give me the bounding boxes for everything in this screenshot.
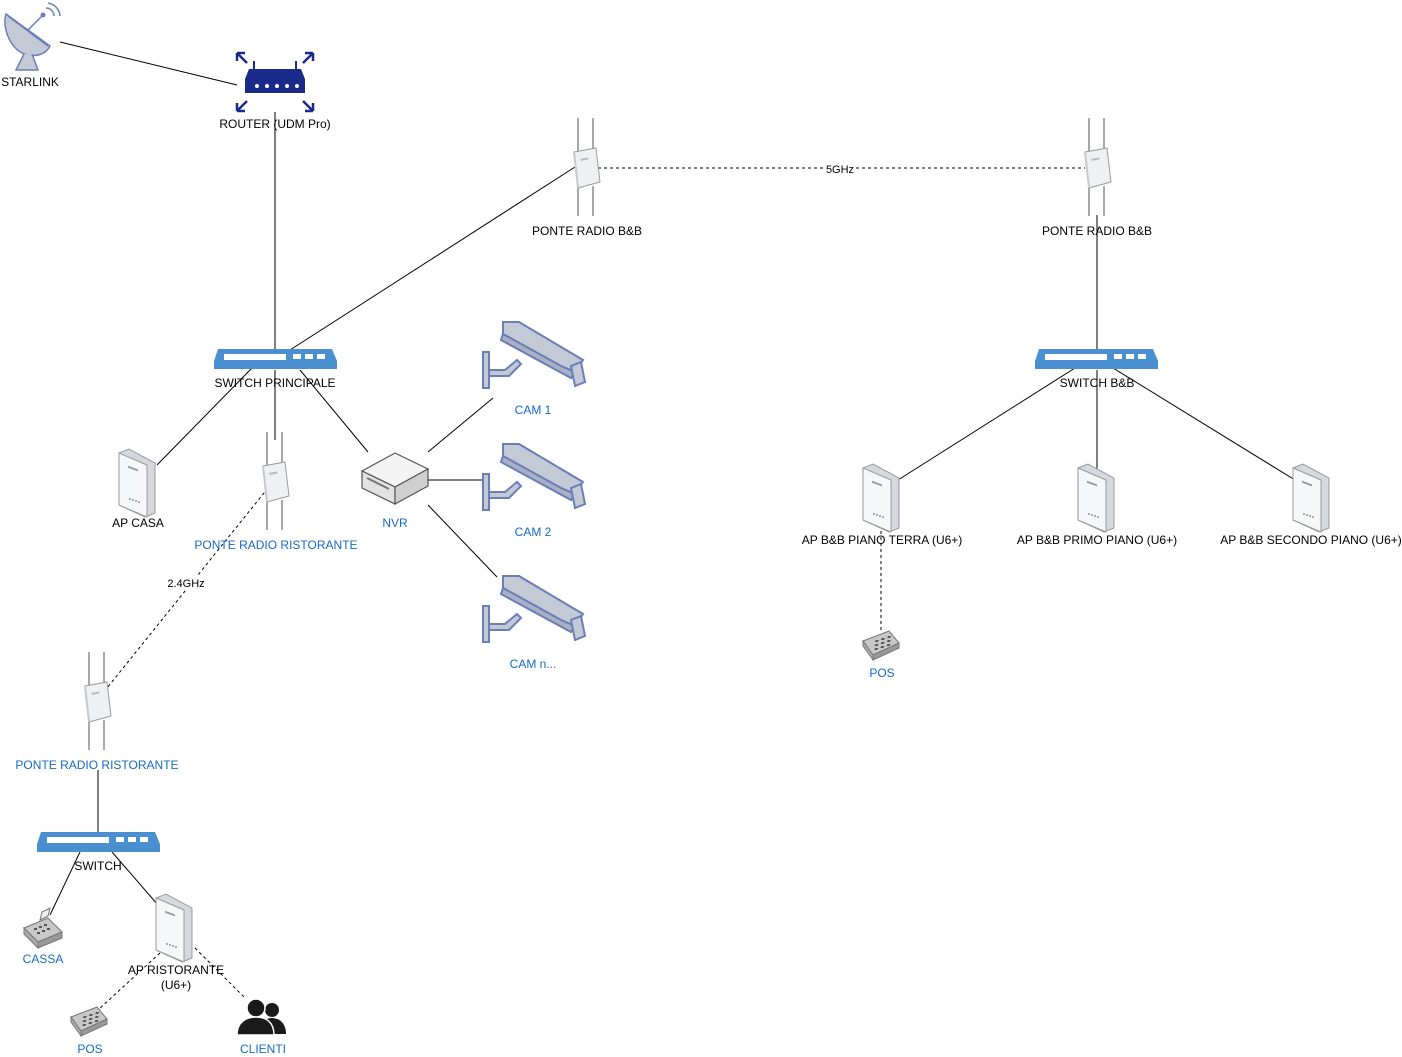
node-label-starlink: STARLINK [1,75,59,89]
node-label-camn: CAM n... [510,657,557,671]
links [49,41,1296,1011]
link-switch-main-ap-casa [156,367,253,466]
security-camera-icon[interactable] [482,321,586,389]
node-label-ap-rist-model: (U6+) [161,978,191,992]
svg-text:2.4GHz: 2.4GHz [167,578,204,590]
link-switch-bb-ap-terra [897,367,1076,481]
access-point-icon[interactable] [862,463,900,533]
link-switch-main-bridge-bb [289,166,576,351]
link-label-5ghz: 5GHz [824,162,856,176]
users-icon[interactable] [236,998,286,1036]
satellite-dish-icon[interactable] [4,2,61,71]
node-label-ap-bb-secondo: AP B&B SECONDO PIANO (U6+) [1220,533,1402,547]
node-label-bridge-bb-right: PONTE RADIO B&B [1042,224,1152,238]
node-label-bridge-bb-left: PONTE RADIO B&B [532,224,642,238]
node-label-ap-bb-primo: AP B&B PRIMO PIANO (U6+) [1017,533,1177,547]
network-switch-icon[interactable] [1035,349,1158,369]
router-icon[interactable] [235,51,315,113]
node-label-switch-main: SWITCH PRINCIPALE [214,376,335,390]
access-point-icon[interactable] [1077,463,1115,533]
link-switch-bb-ap-secondo [1112,367,1296,481]
node-label-clienti: CLIENTI [240,1042,286,1056]
radio-bridge-icon[interactable] [262,431,290,531]
node-label-nvr: NVR [382,516,408,530]
node-label-pos-rist: POS [77,1042,102,1056]
link-starlink-router [59,41,238,86]
radio-bridge-icon[interactable] [84,651,112,751]
access-point-icon[interactable] [155,893,193,963]
access-point-icon[interactable] [1292,463,1330,533]
security-camera-icon[interactable] [482,575,586,643]
node-label-cam1: CAM 1 [515,403,552,417]
nvr-icon[interactable] [360,452,430,506]
pos-terminal-icon[interactable] [70,1006,108,1037]
node-label-ap-rist: AP RISTORANTE [128,963,224,977]
node-label-cassa: CASSA [23,952,64,966]
radio-bridge-icon[interactable] [573,117,601,217]
node-label-bridge-rist-bottom: PONTE RADIO RISTORANTE [15,758,178,772]
link-nvr-camn [427,504,498,578]
node-label-pos-bb: POS [869,666,894,680]
link-switch-cassa [49,851,81,916]
node-label-ap-bb-terra: AP B&B PIANO TERRA (U6+) [802,533,963,547]
node-label-bridge-rist-top: PONTE RADIO RISTORANTE [194,538,357,552]
node-label-switch-rist: SWITCH [74,859,121,873]
network-switch-icon[interactable] [37,832,160,852]
link-switch-main-nvr [299,369,369,453]
link-switch-ap-rist [111,851,159,906]
cash-register-icon[interactable] [23,907,63,950]
link-label-24ghz: 2.4GHz [166,576,206,590]
node-label-cam2: CAM 2 [515,525,552,539]
access-point-icon[interactable] [118,448,156,518]
link-ap-rist-pos [97,952,161,1011]
svg-text:5GHz: 5GHz [826,164,854,176]
link-nvr-cam1 [427,397,494,453]
security-camera-icon[interactable] [482,443,586,511]
node-label-router: ROUTER (UDM Pro) [219,117,330,131]
node-label-ap-casa: AP CASA [112,516,164,530]
radio-bridge-icon[interactable] [1084,117,1112,217]
pos-terminal-icon[interactable] [862,630,900,661]
node-label-switch-bb: SWITCH B&B [1060,376,1135,390]
network-switch-icon[interactable] [214,349,337,369]
